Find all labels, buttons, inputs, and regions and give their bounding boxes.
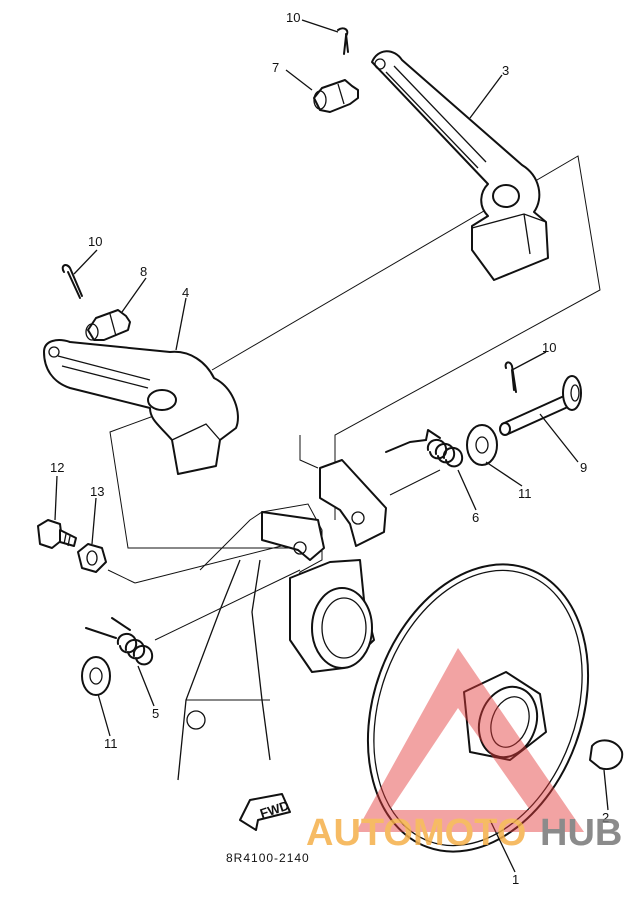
callout-1: 1: [512, 872, 519, 887]
lever-arm-lower: [43, 339, 239, 475]
callout-11-left: 11: [104, 736, 118, 751]
forward-arrow: FWD: [239, 793, 291, 831]
part-number: 8R4100-2140: [226, 851, 310, 865]
callout-8: 8: [140, 264, 147, 279]
pin-upper: [313, 79, 359, 113]
spring-right: [385, 429, 464, 468]
leader-lines: [54, 19, 609, 873]
watermark-logo: AUTOMOTO HUB: [306, 648, 622, 854]
watermark-text-automoto: AUTOMOTO: [306, 812, 526, 854]
callout-10-upper: 10: [286, 10, 300, 25]
nut: [77, 543, 107, 573]
callout-12: 12: [50, 460, 64, 475]
callout-11-right: 11: [518, 486, 532, 501]
key-part: [589, 739, 624, 770]
callout-4: 4: [182, 285, 189, 300]
washer-left: [81, 656, 111, 696]
callout-2: 2: [602, 810, 609, 825]
cam-bracket: [177, 459, 387, 781]
callout-numbers: 10 7 3 10 8 4 10 9 11 6 12 13 5 11 1 2: [50, 10, 609, 887]
pulley-disc: [366, 563, 590, 853]
callout-7: 7: [272, 60, 279, 75]
washer-right: [466, 424, 498, 466]
callout-9: 9: [580, 460, 587, 475]
shaft-pin: [499, 375, 582, 436]
callout-10-left: 10: [88, 234, 102, 249]
watermark-triangle-icon: [356, 648, 584, 832]
pin-left: [85, 309, 131, 341]
callout-10-right: 10: [542, 340, 556, 355]
cotter-pin-upper: [337, 27, 349, 55]
callout-6: 6: [472, 510, 479, 525]
bolt: [37, 519, 77, 549]
cotter-pin-left: [61, 264, 83, 299]
lever-arm-upper: [371, 50, 549, 281]
callout-5: 5: [152, 706, 159, 721]
callout-3: 3: [502, 63, 509, 78]
spring-left: [85, 617, 154, 666]
watermark-text-hub: HUB: [540, 812, 622, 854]
cotter-pin-right: [504, 361, 517, 393]
callout-13: 13: [90, 484, 104, 499]
